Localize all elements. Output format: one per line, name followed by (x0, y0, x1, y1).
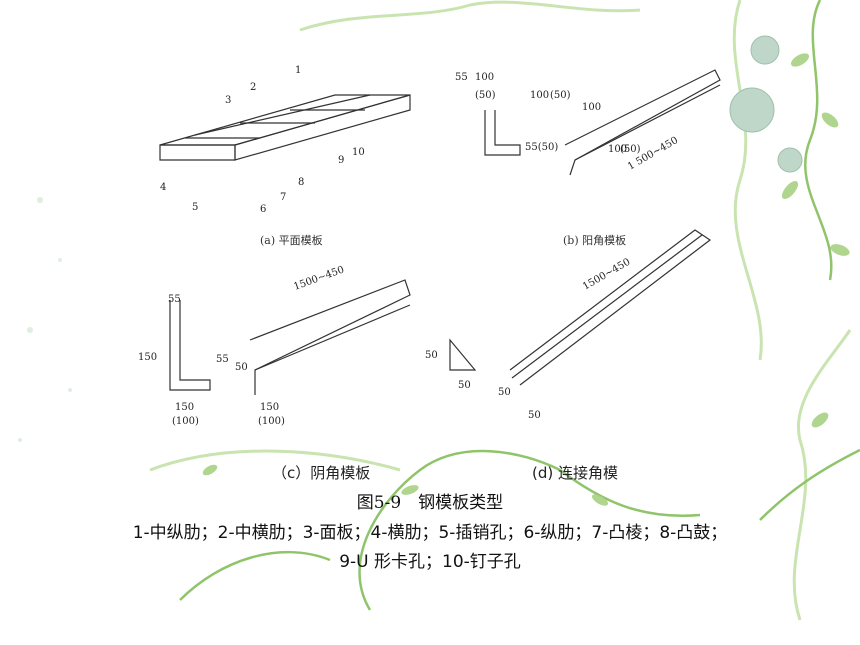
inner-corner-formwork-drawing (169, 279, 411, 395)
dim-b-8: 100 (608, 144, 627, 155)
dim-b-7: 55(50) (525, 142, 558, 153)
legend-line-2: 9-U 形卡孔；10-钉子孔 (339, 552, 521, 572)
callout-2: 2 (250, 82, 256, 93)
dim-b-2: 100 (475, 72, 494, 83)
callout-5: 5 (192, 202, 198, 213)
outer-corner-formwork-drawing (484, 69, 721, 176)
callout-10: 10 (352, 147, 365, 158)
callout-1: 1 (295, 65, 301, 76)
dim-c-1: 55 (168, 294, 181, 305)
dim-c-2: 150 (138, 352, 157, 363)
dim-c-5: (100) (172, 416, 199, 427)
panel-b-label: (b) 阳角模板 (563, 234, 627, 247)
dim-c-3: 55 (216, 354, 229, 365)
dim-c-9: (100) (258, 416, 285, 427)
callout-7: 7 (280, 192, 286, 203)
panel-a-label: (a) 平面模板 (260, 234, 323, 247)
flat-formwork-drawing (159, 94, 411, 161)
dim-b-3: (50) (475, 90, 496, 101)
figure-title: 图5-9 钢模板类型 (356, 493, 504, 513)
callout-8: 8 (298, 177, 304, 188)
connecting-corner-drawing (449, 229, 712, 386)
dim-c-7: 50 (235, 362, 248, 373)
callout-6: 6 (260, 204, 266, 215)
dim-d-4: 50 (498, 387, 511, 398)
callout-4: 4 (160, 182, 166, 193)
formwork-drawing: 1 2 3 4 5 6 7 8 9 10 55 100 (50) 100 (50… (138, 65, 721, 427)
dim-c-4: 150 (175, 402, 194, 413)
dim-b-9: (50) (620, 144, 641, 155)
dim-b-5: (50) (550, 90, 571, 101)
dim-d-2: 50 (458, 380, 471, 391)
dim-c-6: 1500~450 (292, 264, 345, 292)
callout-9: 9 (338, 155, 344, 166)
dim-d-5: 50 (528, 410, 541, 421)
dim-d-3: 1500~450 (581, 257, 632, 293)
formwork-figure: 1 2 3 4 5 6 7 8 9 10 55 100 (50) 100 (50… (120, 40, 740, 440)
dim-b-4: 100 (530, 90, 549, 101)
panel-c-caption: （c）阴角模板 (272, 464, 371, 482)
dim-d-1: 50 (425, 350, 438, 361)
dim-b-6: 100 (582, 102, 601, 113)
callout-3: 3 (225, 95, 231, 106)
panel-d-caption: (d) 连接角模 (532, 464, 618, 482)
dim-c-8: 150 (260, 402, 279, 413)
dim-b-1: 55 (455, 72, 468, 83)
legend-line-1: 1-中纵肋；2-中横肋；3-面板；4-横肋；5-插销孔；6-纵肋；7-凸棱；8-… (132, 523, 728, 543)
